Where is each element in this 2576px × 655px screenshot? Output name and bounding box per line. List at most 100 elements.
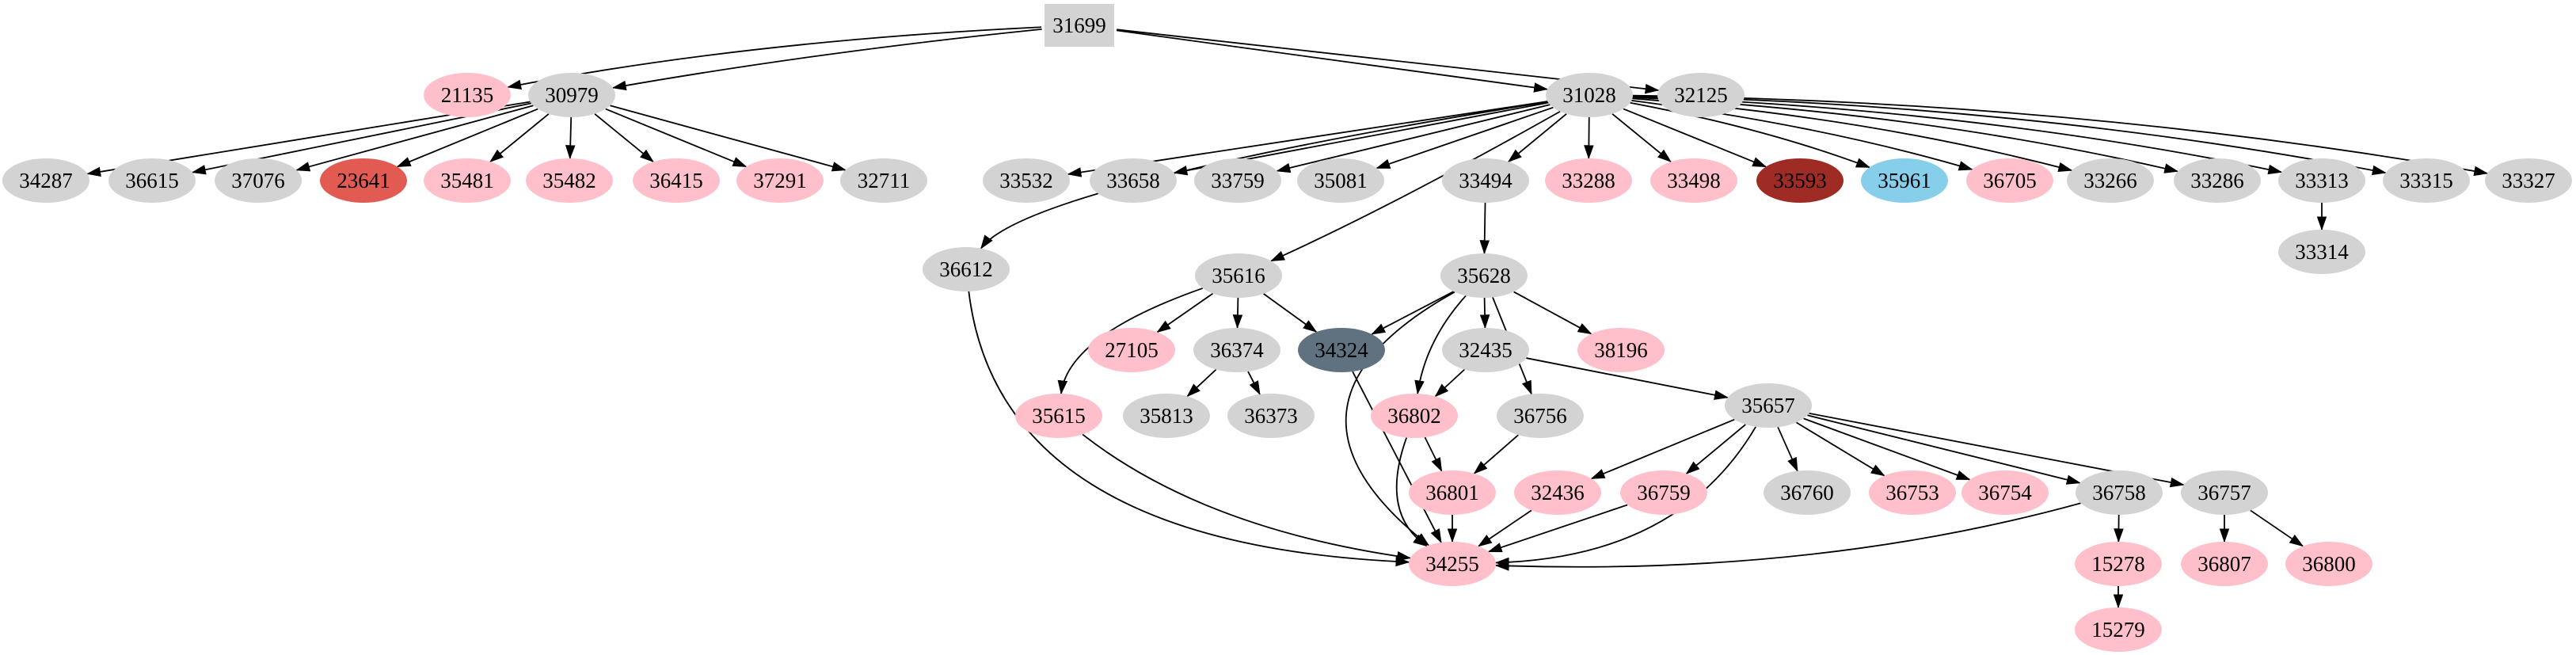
edge-36757-36800 [2250, 509, 2304, 547]
edge-35628-38196 [1513, 291, 1592, 335]
edge-30979-32711 [610, 105, 847, 172]
node-36754-shape [1961, 470, 2049, 515]
edge-36758-34255 [1494, 502, 2081, 571]
edge-31028-33494 [1507, 113, 1567, 162]
edge-36756-36801 [1473, 434, 1519, 474]
edge-30979-35481 [489, 113, 550, 163]
edge-31028-35961 [1630, 101, 1870, 169]
edge-36374-35813 [1186, 368, 1217, 398]
edge-31028-33593 [1623, 108, 1767, 168]
edge-35616-36374 [1232, 297, 1243, 329]
node-15278-shape [2075, 542, 2162, 586]
node-37291-shape [736, 158, 824, 203]
edge-31028-33327 [1632, 94, 2489, 177]
node-38196-shape [1577, 328, 1665, 372]
edge-33494-35628 [1479, 202, 1490, 255]
node-33532-shape [983, 158, 1070, 203]
edge-36759-34255 [1487, 504, 1628, 553]
node-23641-shape [320, 158, 407, 203]
node-34287-shape [2, 158, 89, 203]
node-35615-shape [1015, 394, 1102, 438]
node-33658-shape [1090, 158, 1177, 203]
edge-31028-35616 [1270, 110, 1561, 262]
edge-36374-36373 [1247, 371, 1261, 396]
edge-32435-35657 [1526, 357, 1729, 400]
edge-35657-36759 [1685, 424, 1746, 474]
node-33288-shape [1545, 158, 1632, 203]
node-36800-shape [2285, 542, 2372, 586]
node-36374-shape [1193, 328, 1280, 372]
edge-31699-30979 [611, 28, 1042, 91]
node-33759-shape [1194, 158, 1281, 203]
node-36802-shape [1371, 394, 1458, 438]
node-33266-shape [2067, 158, 2154, 203]
node-21135-shape [424, 73, 511, 117]
node-15279-shape [2075, 607, 2162, 652]
node-33498-shape [1650, 158, 1737, 203]
node-36753-shape [1869, 470, 1956, 515]
node-35616-shape [1195, 253, 1282, 298]
node-34255-shape [1409, 542, 1496, 586]
node-33315-shape [2383, 158, 2470, 203]
node-33313-shape [2278, 158, 2365, 203]
node-33593-shape [1756, 158, 1844, 203]
edge-35628-34324 [1371, 291, 1455, 335]
node-35628-shape [1440, 253, 1528, 298]
edge-31028-33315 [1632, 95, 2387, 176]
node-37076-shape [215, 158, 302, 203]
node-35081-shape [1297, 158, 1384, 203]
node-36759-shape [1620, 470, 1707, 515]
node-36758-shape [2076, 470, 2163, 515]
node-36415-shape [633, 158, 720, 203]
node-32435-shape [1442, 328, 1529, 372]
edge-35616-34324 [1263, 293, 1318, 333]
node-31699-shape [1044, 4, 1114, 47]
edge-35657-34255 [1494, 426, 1756, 568]
node-36757-shape [2181, 470, 2268, 515]
node-33327-shape [2485, 158, 2572, 203]
edge-31028-33498 [1611, 113, 1672, 163]
node-35813-shape [1123, 394, 1210, 438]
node-32436-shape [1514, 470, 1601, 515]
edge-32435-36802 [1434, 368, 1466, 398]
edge-30979-37291 [605, 108, 748, 168]
edge-30979-35482 [565, 116, 576, 160]
node-35961-shape [1861, 158, 1948, 203]
node-36705-shape [1966, 158, 2053, 203]
edge-30979-37076 [295, 105, 534, 172]
edge-35628-34255 [1345, 291, 1455, 546]
edge-36802-36801 [1424, 436, 1443, 472]
node-32711-shape [840, 158, 927, 203]
node-36615-shape [108, 158, 196, 203]
edge-31699-31028 [1116, 29, 1549, 93]
node-30979-shape [528, 73, 615, 117]
edge-36802-34255 [1395, 437, 1428, 547]
node-35657-shape [1725, 383, 1812, 428]
edge-36612-34255 [968, 291, 1410, 567]
node-36801-shape [1409, 470, 1496, 515]
node-33314-shape [2278, 230, 2365, 274]
node-31028-shape [1546, 73, 1633, 117]
edge-35615-34255 [1082, 433, 1412, 562]
node-36373-shape [1227, 394, 1315, 438]
node-33286-shape [2174, 158, 2261, 203]
edge-35616-27105 [1156, 292, 1214, 333]
edge-35657-36754 [1803, 417, 1971, 481]
edge-35657-36758 [1807, 414, 2081, 485]
edge-35657-36753 [1795, 421, 1885, 477]
node-33494-shape [1442, 158, 1529, 203]
node-36807-shape [2181, 542, 2268, 586]
edge-30979-23641 [396, 108, 538, 168]
node-36756-shape [1497, 394, 1584, 438]
node-36760-shape [1764, 470, 1851, 515]
edge-32436-34255 [1478, 509, 1532, 547]
node-36612-shape [923, 247, 1010, 291]
edge-31028-35081 [1376, 106, 1554, 169]
node-35482-shape [526, 158, 613, 203]
edge-35628-32435 [1479, 297, 1490, 329]
node-35481-shape [424, 158, 511, 203]
edge-35628-36802 [1414, 295, 1467, 395]
